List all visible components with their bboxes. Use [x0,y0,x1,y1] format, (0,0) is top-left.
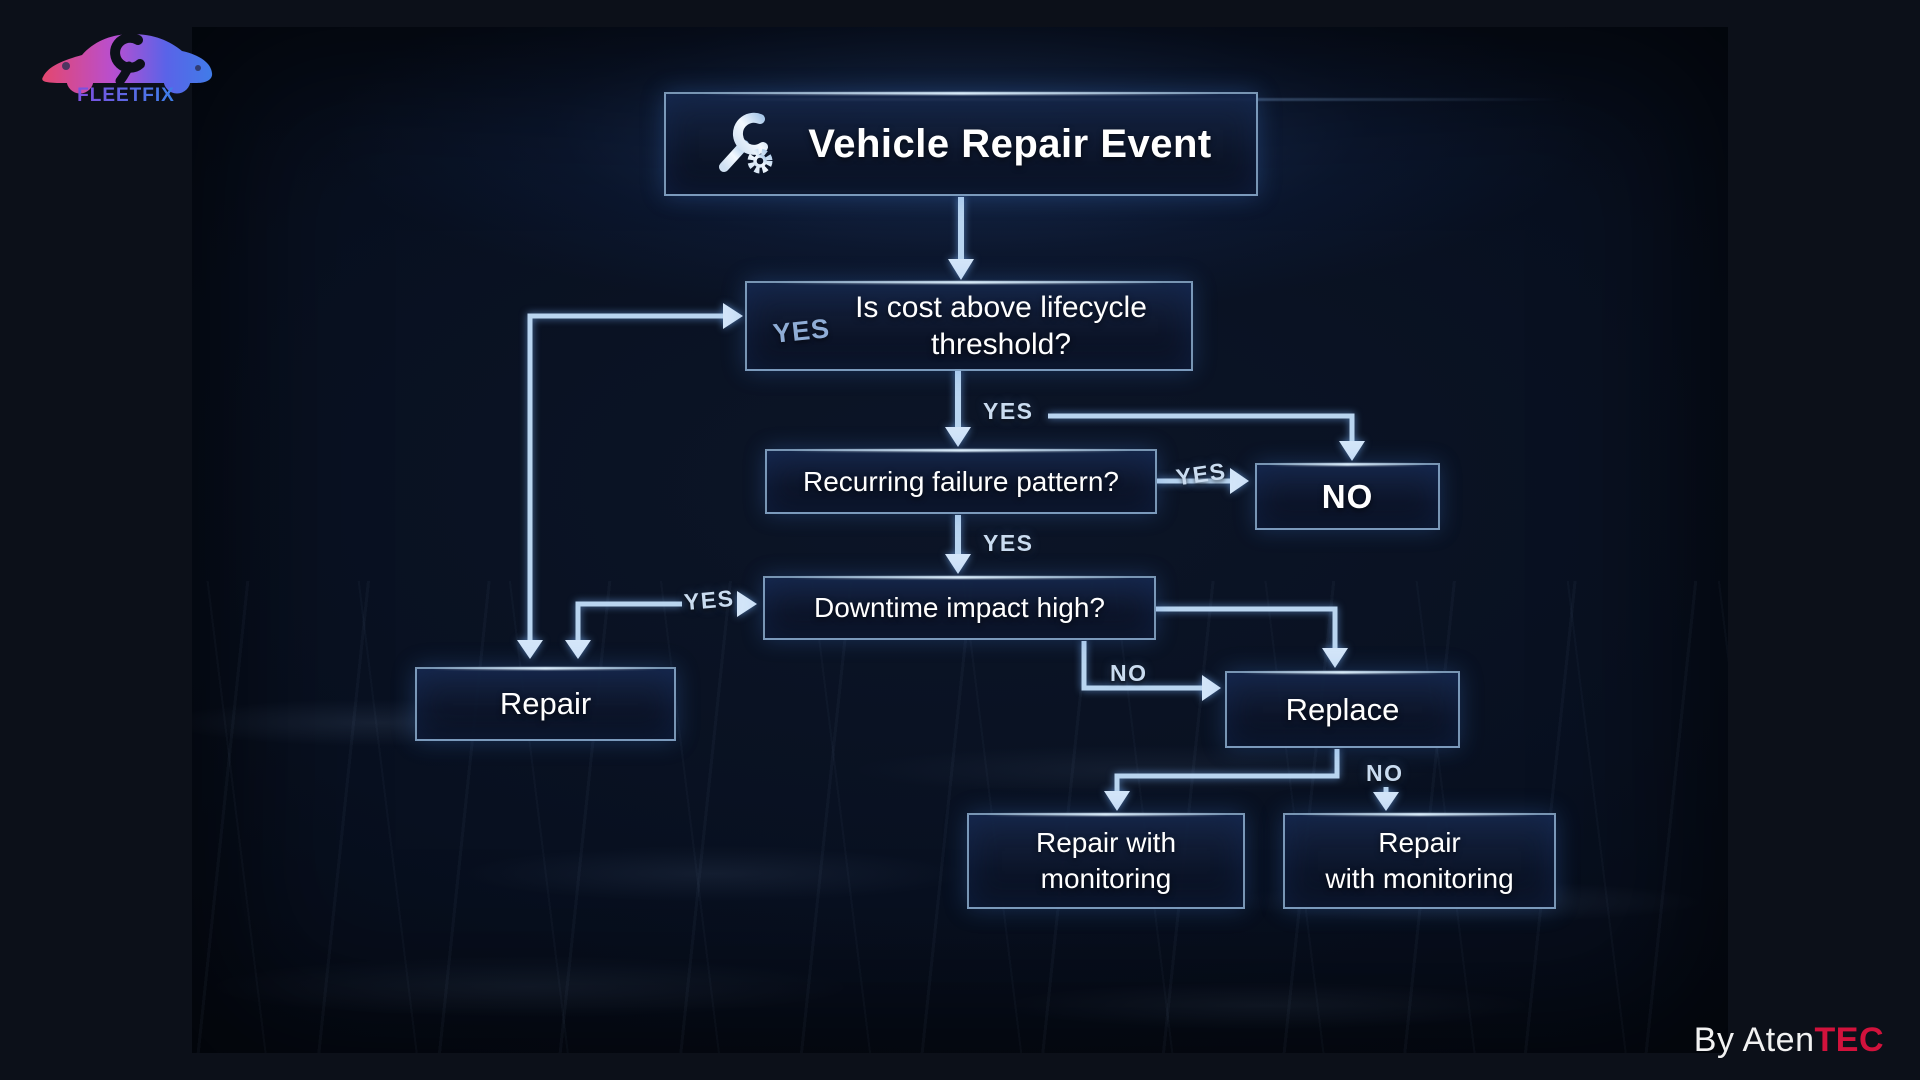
brand-text: FLEETFIX [77,85,175,106]
q1-question-text: Is cost above lifecycle threshold? [855,290,1147,362]
title-text: Vehicle Repair Event [808,121,1212,166]
outcome-repair: Repair [415,667,676,741]
rm-right-text: Repair with monitoring [1325,826,1514,894]
replace-text: Replace [1285,691,1400,727]
fleetfix-logo: FLEETFIX [42,32,213,106]
outcome-replace: Replace [1225,671,1460,748]
wrench-icon [110,32,145,86]
outcome-no: NO [1255,463,1440,530]
no-text: NO [1321,477,1374,515]
watermark: By AtenTEC [1694,1021,1884,1060]
rm-left-text: Repair with monitoring [1035,826,1177,894]
outcome-repair-with-monitoring-right: Repair with monitoring [1283,813,1556,909]
outcome-repair-with-monitoring-left: Repair with monitoring [967,813,1245,909]
title-node: Vehicle Repair Event [664,92,1258,196]
repair-text: Repair [499,686,592,721]
q3-question-text: Downtime impact high? [813,592,1106,623]
watermark-prefix: By Aten [1693,1021,1815,1059]
q2-question-text: Recurring failure pattern? [803,465,1119,497]
decision-recurring-failure: Recurring failure pattern? [765,449,1157,514]
q1-inside-yes-label: YES [771,313,832,349]
wrench-gear-icon [719,112,773,174]
decision-downtime-impact: Downtime impact high? [763,576,1156,640]
decision-cost-threshold: YES Is cost above lifecycle threshold? [745,281,1193,371]
car-icon [42,32,213,94]
watermark-suffix: TEC [1814,1021,1884,1059]
